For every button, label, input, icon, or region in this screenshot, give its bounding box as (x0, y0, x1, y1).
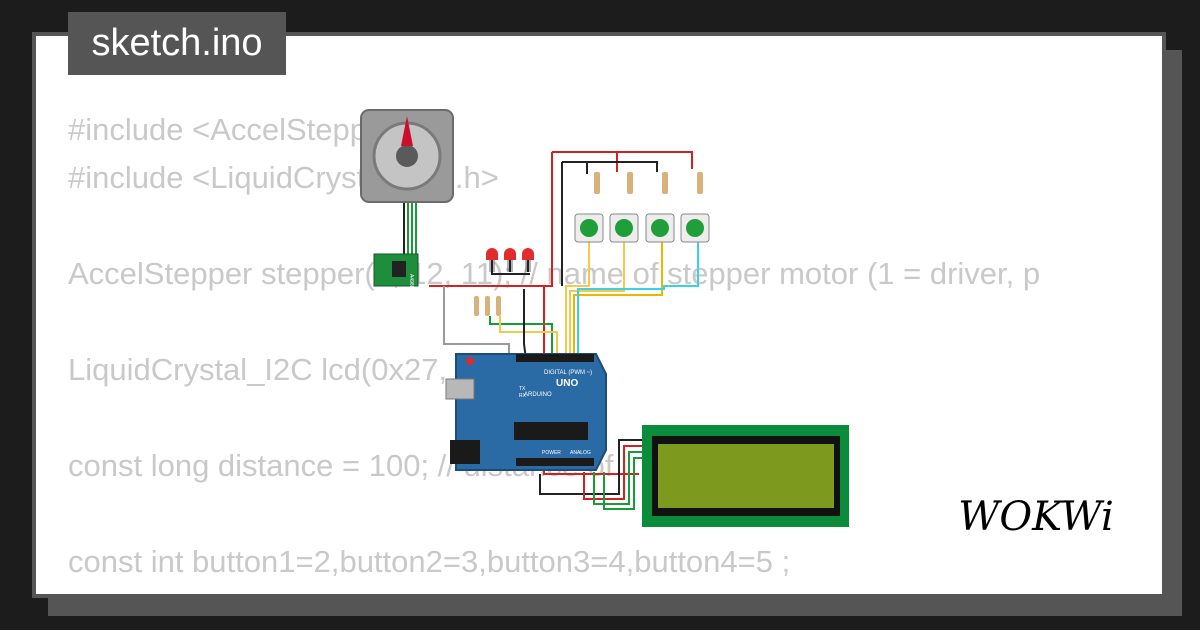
button-resistors (594, 172, 703, 194)
code-line: const int led1=6,led2=7,led3=8; (68, 586, 1040, 594)
resistor (496, 296, 501, 316)
led[interactable] (504, 248, 516, 272)
board-brand: ARDUINO (524, 392, 552, 398)
stepper-shaft (396, 145, 418, 167)
resistor (627, 172, 633, 194)
reset-button[interactable] (466, 357, 474, 365)
pushbutton[interactable] (680, 213, 710, 243)
driver-label: A4988 (408, 274, 414, 289)
pushbutton[interactable] (574, 213, 604, 243)
pushbutton[interactable] (645, 213, 675, 243)
led-resistors (474, 296, 501, 316)
resistor (485, 296, 490, 316)
wokwi-logo: WOKWi (958, 494, 1114, 540)
lcd-display[interactable] (642, 425, 849, 527)
code-line: const int button1=2,button2=3,button3=4,… (68, 544, 791, 579)
stepper-pointer-icon (401, 116, 413, 146)
digital-label: DIGITAL (PWM ~) (544, 370, 592, 376)
board-name: UNO (556, 378, 578, 389)
stepper-driver[interactable]: A4988 (373, 253, 419, 289)
circuit-diagram: A4988 (360, 109, 849, 527)
power-jack (450, 440, 480, 464)
pushbutton[interactable] (609, 213, 639, 243)
leds (486, 248, 534, 272)
usb-port (445, 378, 475, 400)
tx-label: TX (519, 386, 526, 392)
rx-label: RX (519, 393, 527, 399)
digital-header (516, 354, 594, 362)
led[interactable] (486, 248, 498, 272)
power-label: POWER (542, 450, 561, 456)
resistor (474, 296, 479, 316)
driver-chip (392, 261, 406, 277)
analog-header (516, 458, 594, 466)
logo-text: WOKWi (958, 494, 1114, 540)
analog-label: ANALOG (570, 450, 591, 456)
file-tab[interactable]: sketch.ino (68, 12, 286, 75)
arduino-uno[interactable]: DIGITAL (PWM ~) UNO ARDUINO TX RX POWER … (445, 353, 607, 471)
microcontroller-chip (514, 422, 588, 440)
arduino-pcb (455, 353, 607, 471)
preview-card: #include <AccelStepper.h>#include <Liqui… (32, 32, 1166, 598)
code-line: LiquidCrystal_I2C lcd(0x27, 16, 2); (68, 352, 544, 387)
resistor (662, 172, 668, 194)
stepper-motor[interactable] (360, 109, 454, 203)
led[interactable] (522, 248, 534, 272)
pushbuttons (574, 213, 710, 243)
resistor (594, 172, 600, 194)
lcd-screen (658, 444, 834, 508)
resistor (697, 172, 703, 194)
wires (403, 151, 699, 510)
